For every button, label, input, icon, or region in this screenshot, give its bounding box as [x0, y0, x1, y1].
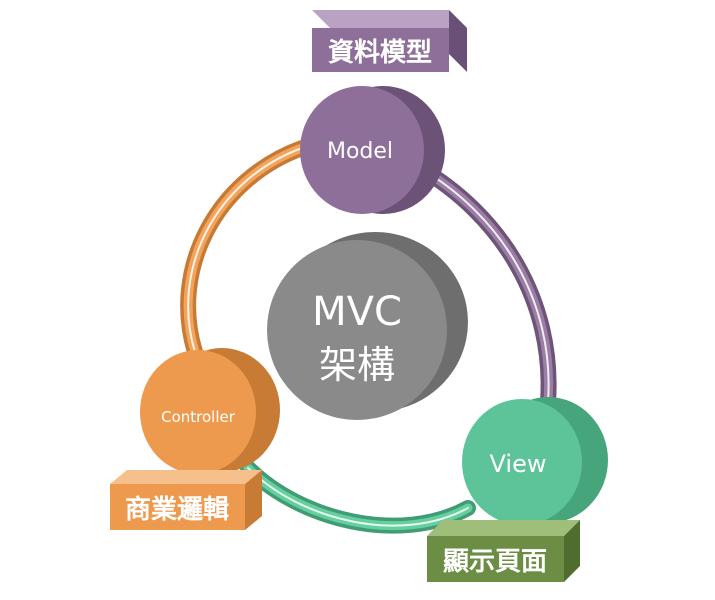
model-node: Model: [300, 86, 445, 214]
view-tag: 顯示頁面: [427, 520, 580, 582]
center-title: MVC: [312, 289, 402, 335]
controller-tag-label: 商業邏輯: [125, 494, 229, 525]
view-tag-label: 顯示頁面: [443, 547, 547, 577]
model-tag-label: 資料模型: [328, 38, 432, 68]
controller-node: Controller: [140, 348, 280, 474]
model-node-label: Model: [327, 139, 393, 164]
ring: [180, 140, 557, 534]
controller-node-label: Controller: [161, 408, 236, 426]
center-subtitle: 架構: [319, 343, 395, 387]
view-node: View: [462, 397, 608, 525]
controller-tag: 商業邏輯: [110, 470, 262, 530]
center-node: MVC 架構: [267, 232, 468, 420]
model-tag: 資料模型: [312, 10, 467, 72]
view-node-label: View: [490, 450, 547, 478]
